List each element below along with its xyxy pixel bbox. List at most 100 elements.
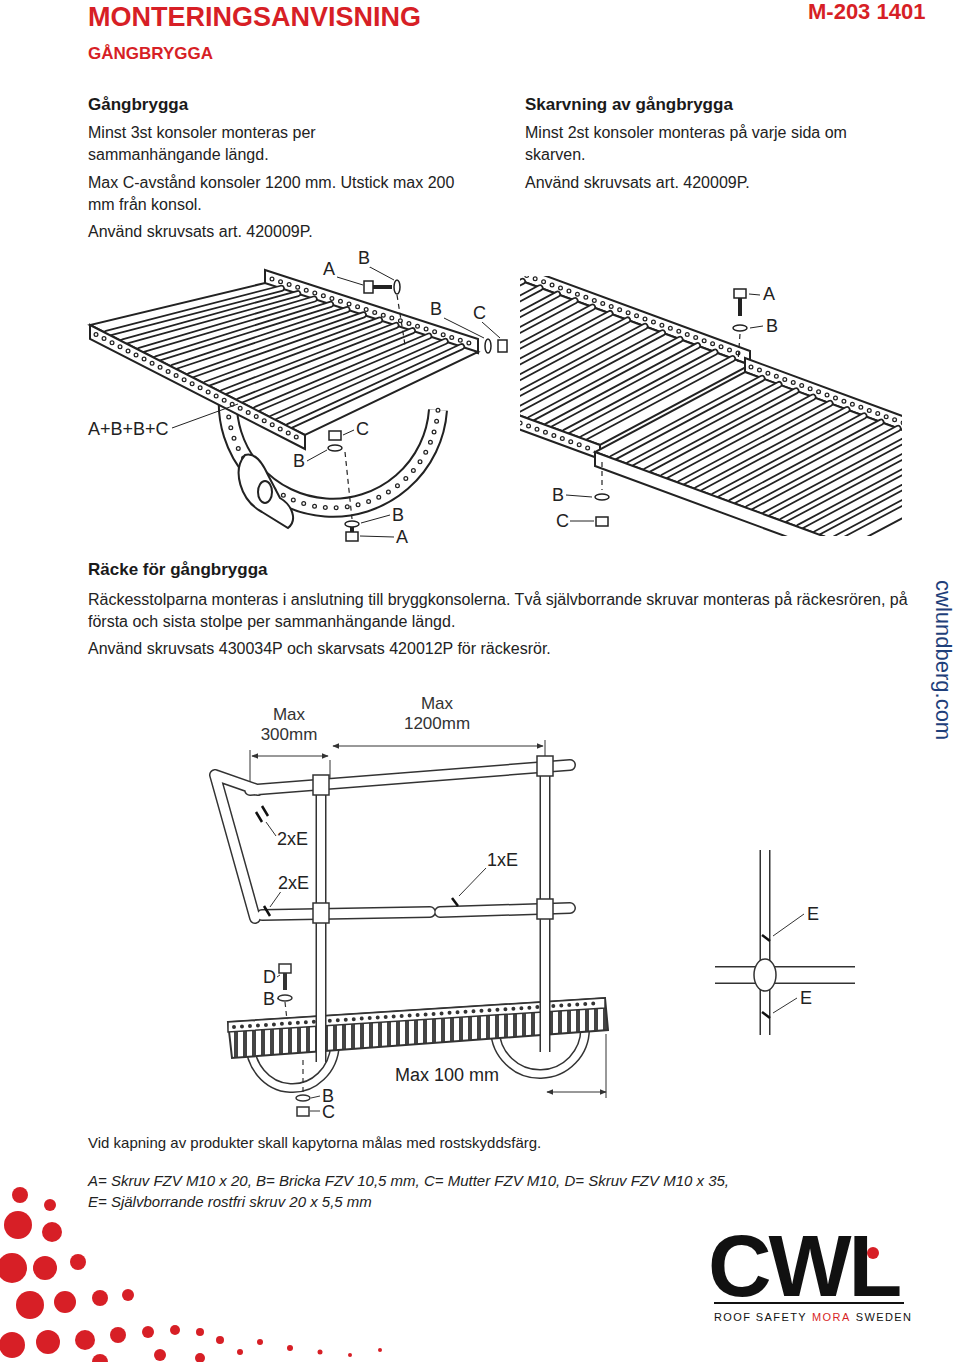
walkway-splice-figure-polygon: [520, 342, 600, 459]
walkway-figure-1-ellipse: [328, 445, 342, 451]
dot-pattern-circle: [44, 1199, 56, 1211]
part-letter: A: [396, 528, 408, 546]
walkway-figure-1-ellipse: [394, 280, 400, 294]
walkway-figure-1-rect: [329, 431, 341, 440]
dot-pattern-circle: [16, 1291, 44, 1319]
logo-tagline: MORA: [812, 1311, 851, 1323]
railing-figure-path: [715, 968, 855, 983]
walkway-figure-1: [90, 266, 507, 541]
parts-key: E= Självborrande rostfri skruv 20 x 5,5 …: [88, 1193, 372, 1210]
dot-pattern-circle: [257, 1339, 263, 1345]
railing-figure-rect: [313, 775, 329, 795]
dot-pattern-circle: [154, 1349, 166, 1361]
dot-pattern-circle: [348, 1353, 352, 1357]
instruction-text: Minst 2st konsoler monteras på varje sid…: [525, 122, 905, 167]
section-heading: Skarvning av gångbrygga: [525, 95, 733, 115]
walkway-figure-1-path: [107, 288, 462, 426]
part-letter: B: [766, 317, 778, 335]
railing-figure-rect: [537, 899, 553, 919]
note-text: Vid kapning av produkter skall kapytorna…: [88, 1134, 541, 1151]
railing-figure-ellipse: [278, 995, 292, 1001]
dimension-label: Max 300mm: [256, 705, 322, 744]
splice-hardware-rect: [596, 517, 608, 526]
splice-hardware-rect: [734, 289, 746, 298]
dimension-label: Max 1200mm: [395, 694, 479, 733]
dot-pattern-circle: [170, 1325, 180, 1335]
walkway-figure-1-ellipse: [345, 521, 359, 527]
dot-pattern-circle: [42, 1222, 62, 1242]
instruction-text: Använd skruvsats art. 420009P.: [88, 221, 468, 243]
railing-figure-rect: [537, 756, 553, 776]
screw-callout: 1xE: [487, 851, 518, 869]
railing-figure-rect: [313, 903, 329, 923]
dot-pattern-circle: [110, 1327, 126, 1343]
walkway-figure-1-rect: [346, 532, 358, 541]
railing-figure-path: [302, 1060, 303, 1093]
splice-hardware-path: [738, 334, 740, 362]
part-letter: E: [807, 905, 819, 923]
splice-hardware-ellipse: [733, 325, 747, 331]
dot-pattern-circle: [287, 1345, 293, 1351]
railing-figure-path: [762, 935, 770, 1018]
splice-hardware-ellipse: [595, 494, 609, 500]
part-letter: A+B+B+C: [88, 420, 169, 438]
section-heading: Räcke för gångbrygga: [88, 560, 268, 580]
dot-pattern-circle: [92, 1354, 108, 1362]
part-letter: B: [392, 506, 404, 524]
part-letter: A: [763, 285, 775, 303]
dot-pattern-circle: [142, 1326, 154, 1338]
walkway-figure-1-path: [397, 295, 405, 345]
logo-tagline: ROOF SAFETY: [714, 1311, 807, 1323]
splice-hardware-path: [738, 298, 742, 316]
railing-figure-path: [285, 1002, 287, 1020]
walkway-figure-1-path: [373, 285, 392, 289]
part-letter: C: [556, 512, 569, 530]
page-title: MONTERINGSANVISNING: [88, 3, 421, 33]
dot-pattern-circle: [237, 1349, 243, 1355]
walkway-figure-1-path: [107, 288, 462, 426]
part-letter: B: [552, 486, 564, 504]
logo-text: CWL: [708, 1222, 899, 1310]
railing-figure-ellipse: [754, 959, 776, 991]
logo-tagline-row: ROOF SAFETY MORA SWEDEN: [714, 1311, 912, 1323]
dot-pattern-circle: [318, 1350, 323, 1355]
dot-pattern-circle: [75, 1330, 95, 1350]
dot-pattern-circle: [378, 1348, 382, 1352]
dot-pattern-circle: [12, 1187, 28, 1203]
dot-pattern-circle: [33, 1256, 57, 1280]
instruction-text: Max C-avstånd konsoler 1200 mm. Utstick …: [88, 172, 460, 217]
part-letter: C: [356, 420, 369, 438]
railing-figure-path: [266, 822, 486, 907]
walkway-splice-figure-polygon: [595, 452, 850, 536]
splice-hardware-path: [601, 462, 602, 490]
railing-figure-rect: [297, 1107, 309, 1116]
splice-hardware-path: [566, 294, 763, 521]
dot-pattern: [0, 1187, 382, 1362]
dot-pattern-circle: [92, 1290, 108, 1306]
railing-figure-rect: [279, 964, 291, 973]
walkway-splice-figure-path: [520, 351, 596, 451]
instruction-text: Räckesstolparna monteras i anslutning ti…: [88, 589, 908, 634]
part-letter: E: [800, 989, 812, 1007]
railing-figure-path: [215, 765, 570, 918]
parts-key: A= Skruv FZV M10 x 20, B= Bricka FZV 10,…: [88, 1172, 729, 1189]
part-letter: A: [323, 260, 335, 278]
walkway-figure-1-rect: [498, 340, 507, 352]
document-code: M-203 1401: [808, 0, 925, 24]
railing-figure-path: [715, 966, 855, 984]
logo-tagline: SWEDEN: [856, 1311, 913, 1323]
walkway-splice-figure-path: [520, 351, 596, 451]
walkway-figure-1-path: [172, 266, 500, 537]
part-letter: B: [293, 452, 305, 470]
dot-pattern-circle: [195, 1353, 205, 1362]
dot-pattern-circle: [36, 1330, 60, 1354]
screw-callout: 2xE: [277, 830, 308, 848]
walkway-figure-1-path: [239, 454, 293, 528]
railing-figure-path: [283, 973, 287, 990]
instruction-text: Använd skruvsats art. 420009P.: [525, 172, 905, 194]
walkway-figure-1-rect: [364, 281, 373, 293]
splice-hardware: [566, 289, 763, 526]
instruction-text: Minst 3st konsoler monteras per sammanhä…: [88, 122, 368, 167]
dot-pattern-circle: [196, 1328, 204, 1336]
